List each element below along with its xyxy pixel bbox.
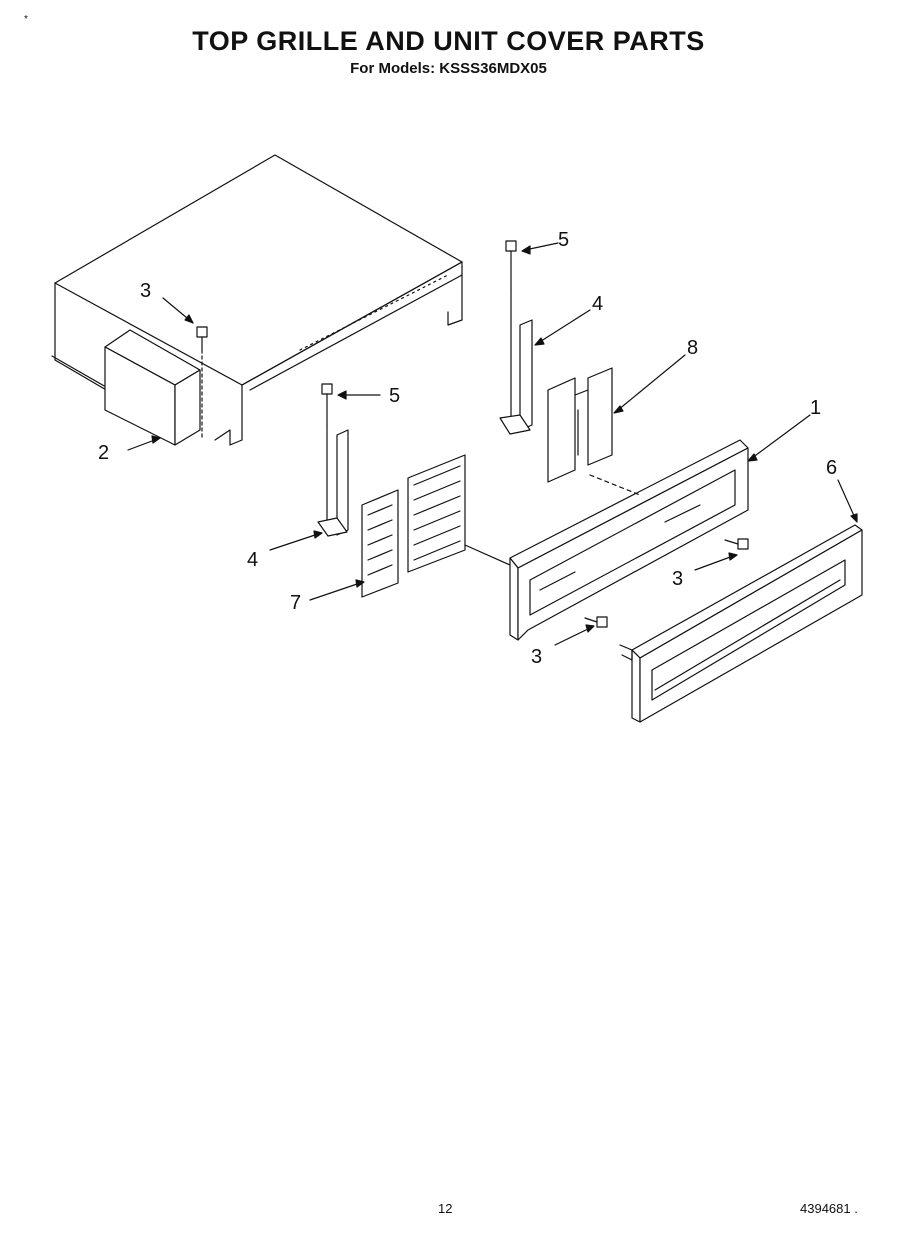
callout-label: 8 xyxy=(687,337,698,359)
callout-label: 1 xyxy=(810,397,821,419)
callout-label: 4 xyxy=(247,549,258,571)
callout-label: 3 xyxy=(672,568,683,590)
callout-label: 3 xyxy=(531,646,542,668)
callout-label: 6 xyxy=(826,457,837,479)
bracket-left xyxy=(317,424,349,537)
screw-right-bracket xyxy=(505,240,517,291)
document-part-number: 4394681 . xyxy=(800,1201,858,1216)
callout-label: 5 xyxy=(558,229,569,251)
callout-label: 2 xyxy=(98,442,109,464)
leader-lines xyxy=(127,242,858,646)
page-number: 12 xyxy=(438,1201,453,1216)
unit-cover xyxy=(51,154,463,446)
callout-label: 7 xyxy=(290,592,301,614)
diagram-title: TOP GRILLE AND UNIT COVER PARTS xyxy=(192,26,705,56)
callout-label: 4 xyxy=(592,293,603,315)
screw-left-bracket xyxy=(321,383,333,426)
grille-frame xyxy=(509,439,749,641)
screw-top-left xyxy=(196,326,208,441)
control-box xyxy=(104,329,201,446)
corner-mark: * xyxy=(24,14,28,25)
bracket-right xyxy=(499,289,533,435)
callout-labels: 1 2 3 3 3 4 4 5 5 6 7 8 xyxy=(98,229,837,668)
large-grille xyxy=(361,454,511,598)
callout-label: 3 xyxy=(140,280,151,302)
diagram-subtitle: For Models: KSSS36MDX05 xyxy=(350,60,547,77)
small-grille xyxy=(547,367,613,483)
callout-label: 5 xyxy=(389,385,400,407)
screw-frame-right xyxy=(724,538,749,550)
front-grille xyxy=(619,524,863,723)
screw-frame-bottom xyxy=(584,616,608,628)
